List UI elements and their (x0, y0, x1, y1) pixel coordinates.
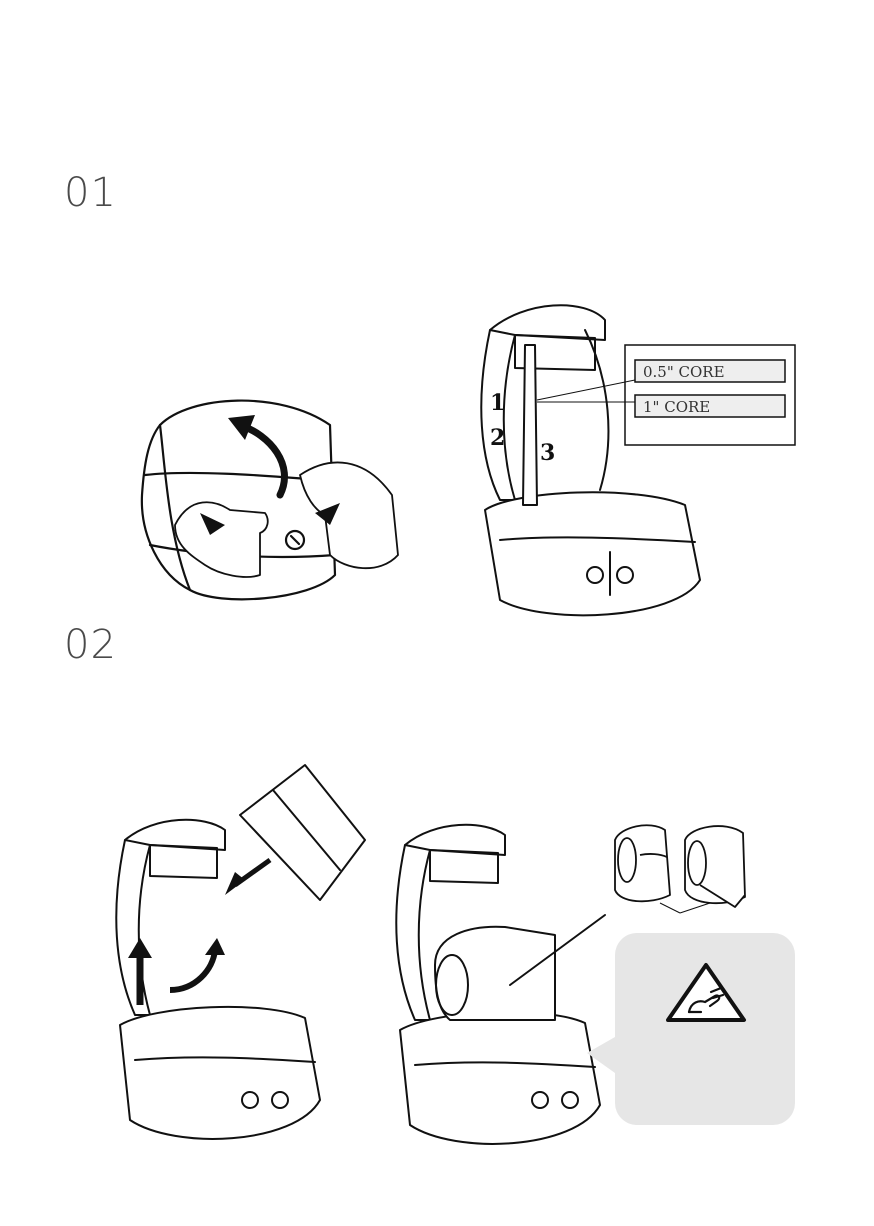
core-label-small: 0.5" CORE (643, 363, 725, 381)
printer-insert-roll-illustration (95, 760, 385, 1165)
panel-pointer (585, 1035, 625, 1075)
printer-spindle-illustration: 0.5" CORE 1" CORE 1 2 3 (455, 290, 800, 635)
warning-triangle-icon (665, 962, 747, 1024)
step-number-02: 02 (64, 622, 117, 668)
label-roll-types-illustration (605, 815, 755, 915)
printer-loaded-illustration (380, 815, 615, 1165)
core-label-large: 1" CORE (643, 398, 710, 416)
callout-number-2: 2 (490, 425, 505, 451)
callout-number-3: 3 (540, 440, 555, 466)
printer-open-lid-illustration (130, 385, 410, 615)
callout-number-1: 1 (490, 390, 505, 416)
step-number-01: 01 (64, 170, 117, 216)
